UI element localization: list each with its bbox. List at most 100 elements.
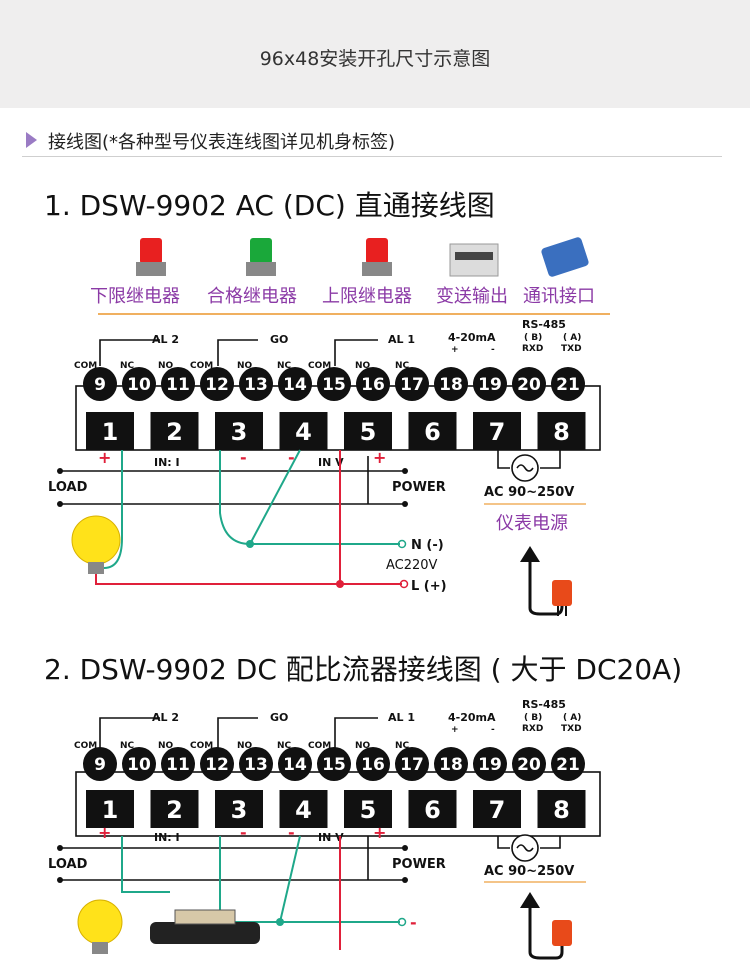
terminal-number: 18 [439,755,463,775]
plus-label: + [98,823,111,842]
no-label: NO [355,361,371,371]
terminal-17: 17 [395,747,429,781]
nc-label: NC [120,741,135,751]
terminal-12: 12 [200,747,234,781]
terminal-18: 18 [434,367,468,401]
section-title: 接线图(*各种型号仪表连线图详见机身标签) [48,132,396,153]
rs485-a-label: ( A) [563,333,581,343]
relay-label: GO [270,711,288,724]
power-plug-icon [520,892,572,960]
live-label: L (+) [411,579,447,594]
input-voltage-label: IN V [318,456,344,469]
nc-label: NC [395,361,410,371]
terminal-number: 14 [283,375,307,395]
wiring-diagram-1: 下限继电器 合格继电器 上限继电器 变送输出 通讯接口 AL 2 GO AL 1… [48,237,610,616]
terminal-number: 1 [102,796,119,824]
transmitter-module-icon [449,243,499,277]
terminal-7: 7 [473,412,521,450]
terminal-11: 11 [161,367,195,401]
load-label: LOAD [48,480,88,495]
plus-label: + [373,823,386,842]
analog-output-label: 4-20mA [448,711,496,724]
lower-limit-relay-lamp-icon [136,238,166,276]
nc-label: NC [120,361,135,371]
light-bulb-icon [71,515,121,574]
relay-label: AL 2 [152,711,179,724]
com-label: COM [190,361,213,371]
ac220-label: AC220V [386,558,438,573]
terminal-number: 12 [205,375,229,395]
terminal-number: 4 [295,796,312,824]
terminal-4: 4 [279,412,328,450]
terminal-14: 14 [278,367,312,401]
relay-label: AL 1 [388,333,415,346]
diagram2-title: 2. DSW-9902 DC 配比流器接线图 ( 大于 DC20A) [44,653,683,686]
nc-label: NC [395,741,410,751]
terminal-20: 20 [512,747,546,781]
wiring-diagram-2: AL 2 GO AL 1 COM NC NO COM NO NC COM NO … [48,698,601,960]
terminal-number: 4 [295,418,312,446]
input-current-label: IN: I [154,831,180,844]
terminal-number: 5 [360,418,377,446]
load-label: LOAD [48,857,88,872]
terminal-6: 6 [408,790,457,828]
light-bulb-icon [77,899,123,954]
terminal-18: 18 [434,747,468,781]
terminal-number: 16 [361,755,385,775]
terminal-number: 8 [553,796,570,824]
terminal-19: 19 [473,367,507,401]
ac-range-label: AC 90~250V [484,485,574,500]
terminal-21: 21 [551,747,585,781]
terminal-7: 7 [473,790,521,828]
rs485-b-label: ( B) [524,333,542,343]
terminal-number: 6 [424,796,441,824]
terminal-number: 16 [361,375,385,395]
no-label: NO [355,741,371,751]
com-label: COM [308,741,331,751]
terminal-number: 20 [517,755,541,775]
device-label: 下限继电器 [90,286,180,307]
power-label: POWER [392,480,446,495]
terminal-13: 13 [239,367,273,401]
terminal-14: 14 [278,747,312,781]
txd-label: TXD [561,724,582,734]
terminal-number: 7 [489,418,506,446]
terminal-1: 1 [86,412,134,450]
section-header: 接线图(*各种型号仪表连线图详见机身标签) [22,126,722,157]
power-plug-icon [520,546,572,616]
terminal-number: 9 [94,755,106,775]
terminal-number: 19 [478,755,502,775]
power-label: POWER [392,857,446,872]
terminal-2: 2 [150,412,199,450]
minus-label: - [491,345,495,355]
communication-converter-icon [541,237,589,277]
relay-label: AL 1 [388,711,415,724]
txd-label: TXD [561,344,582,354]
shunt-icon [150,909,260,944]
terminal-number: 17 [400,375,424,395]
terminal-13: 13 [239,747,273,781]
terminal-6: 6 [408,412,457,450]
rxd-label: RXD [522,344,543,354]
rxd-label: RXD [522,724,543,734]
terminal-number: 17 [400,755,424,775]
input-current-label: IN: I [154,456,180,469]
rs485-a-label: ( A) [563,713,581,723]
terminal-16: 16 [356,367,390,401]
terminal-10: 10 [122,747,156,781]
com-label: COM [74,361,97,371]
terminal-number: 10 [127,755,151,775]
terminal-4: 4 [279,790,328,828]
terminal-number: 14 [283,755,307,775]
terminal-11: 11 [161,747,195,781]
nc-label: NC [277,361,292,371]
top-banner: 96x48安装开孔尺寸示意图 [0,0,750,108]
terminal-number: 8 [553,418,570,446]
terminal-number: 2 [166,796,183,824]
terminal-2: 2 [150,790,199,828]
terminal-3: 3 [215,412,263,450]
diagram1-title: 1. DSW-9902 AC (DC) 直通接线图 [44,189,495,222]
terminal-5: 5 [344,412,392,450]
terminal-number: 15 [322,755,346,775]
relay-label: AL 2 [152,333,179,346]
